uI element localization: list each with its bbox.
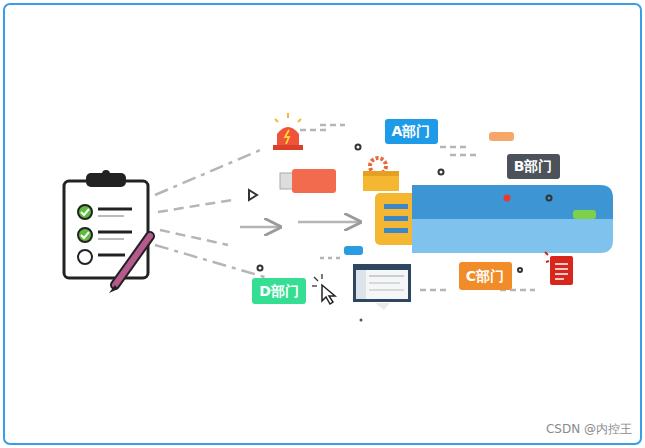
pill (344, 246, 363, 255)
frame (4, 4, 641, 444)
alarm-icon (273, 113, 303, 150)
badge-text: C部门 (466, 269, 504, 283)
screen-icon (353, 264, 411, 310)
watermark: CSDN @内控王 (546, 421, 632, 438)
badge-text: D部门 (259, 284, 299, 298)
usb-icon (280, 169, 336, 193)
dot (360, 319, 363, 322)
badge-text: A部门 (392, 124, 431, 138)
pill (489, 132, 514, 141)
watermark-text: CSDN @内控王 (546, 422, 632, 436)
cursor-icon (312, 274, 335, 304)
badge-text: B部门 (514, 159, 553, 173)
department-badge: D部门 (252, 278, 306, 304)
clipboard (64, 170, 150, 293)
usb-drive (375, 185, 613, 253)
department-badge: A部门 (385, 119, 438, 144)
document-icon (545, 252, 573, 285)
gear-box-icon (363, 158, 399, 191)
department-badge: B部门 (507, 154, 560, 179)
play-icon (249, 190, 257, 200)
pill (573, 210, 596, 219)
department-badge: C部门 (459, 262, 512, 290)
